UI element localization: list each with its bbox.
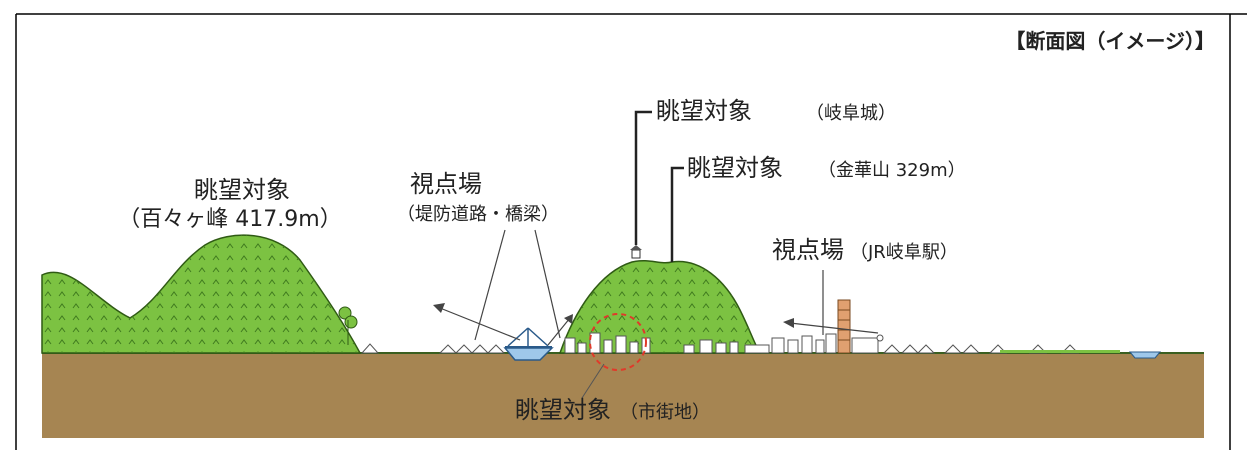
label-kinkazan-sub: （金華山 329m） — [818, 160, 966, 181]
label-station-sub: （JR岐阜駅） — [850, 242, 958, 263]
kinkazan-leader-line — [670, 166, 684, 262]
label-station-main: 視点場 — [772, 236, 844, 264]
label-kinkazan-main: 眺望対象 — [687, 154, 783, 182]
city-buildings — [564, 332, 837, 354]
label-city-main: 眺望対象 — [515, 396, 611, 424]
label-levee-main: 視点場 — [410, 170, 482, 198]
houses-left — [360, 343, 506, 354]
pond-right — [1128, 351, 1162, 359]
sight-lines — [433, 229, 879, 346]
station-building — [851, 334, 884, 354]
label-castle-sub: （岐阜城） — [806, 103, 896, 124]
river-bridge — [503, 327, 554, 361]
mountain-kinkazan — [558, 259, 762, 354]
label-levee-sub: （堤防道路・橋梁） — [397, 204, 559, 225]
green-strip-right — [1000, 350, 1120, 353]
city-leader-line — [581, 363, 605, 399]
label-castle-main: 眺望対象 — [656, 97, 752, 125]
label-city-sub: （市街地） — [620, 402, 710, 423]
label-hyakkagamine-sub: （百々ヶ峰 417.9m） — [118, 207, 341, 232]
label-hyakkagamine-main: 眺望対象 — [194, 176, 290, 204]
station-tower — [837, 299, 851, 354]
city-target-circle — [589, 313, 647, 371]
mountain-hyakkagamine — [41, 234, 362, 354]
trees-left — [338, 306, 358, 345]
gifu-castle-icon — [630, 245, 642, 259]
ground-layer — [42, 353, 1204, 438]
diagram-title: 【断面図（イメージ）】 — [1005, 29, 1215, 53]
castle-leader-line — [634, 110, 652, 245]
